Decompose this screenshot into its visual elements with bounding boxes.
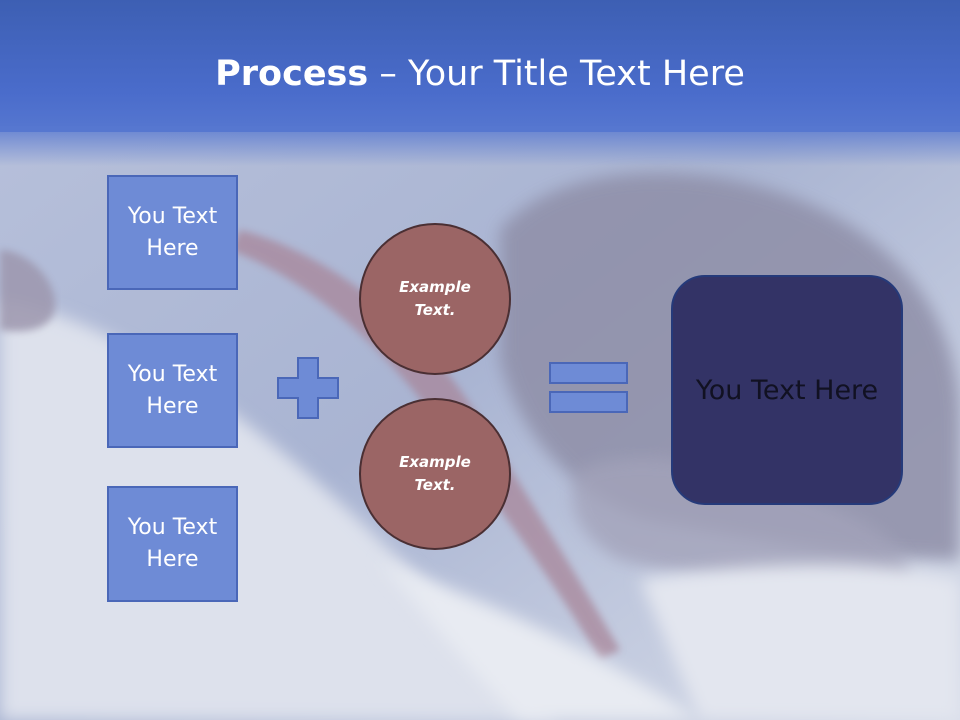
example-circle-1: Example Text.: [359, 223, 511, 375]
title-band: [0, 0, 960, 132]
result-label: You Text Here: [695, 374, 879, 406]
plus-icon: [277, 357, 339, 419]
title-fade: [0, 126, 960, 166]
input-box-1: You Text Here: [107, 175, 238, 290]
input-box-label: You Text Here: [127, 203, 218, 261]
title-bold: Process: [215, 54, 369, 94]
title-rest: – Your Title Text Here: [368, 54, 745, 94]
circle-label: Example Text.: [399, 278, 471, 319]
slide-title: Process – Your Title Text Here: [0, 52, 960, 96]
circle-label: Example Text.: [399, 453, 471, 494]
equals-icon: [549, 362, 628, 413]
input-box-2: You Text Here: [107, 333, 238, 448]
result-box: You Text Here: [671, 275, 903, 505]
input-box-3: You Text Here: [107, 486, 238, 602]
example-circle-2: Example Text.: [359, 398, 511, 550]
input-box-label: You Text Here: [127, 361, 218, 419]
input-box-label: You Text Here: [127, 515, 218, 572]
